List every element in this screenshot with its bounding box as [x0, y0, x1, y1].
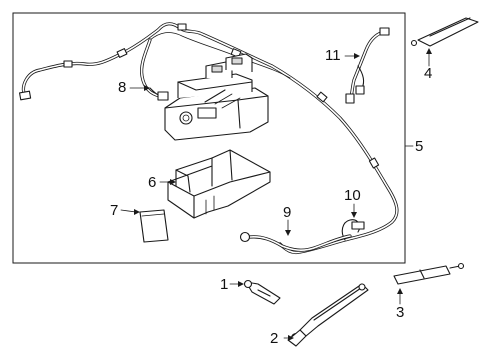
main-harness-cable — [19, 22, 399, 255]
callout-2: 2 — [270, 330, 279, 347]
part-9-lead — [239, 231, 352, 252]
part-6-tray — [167, 149, 271, 219]
part-4-strut — [410, 17, 479, 47]
callout-11: 11 — [325, 47, 341, 64]
callout-7: 7 — [110, 202, 119, 219]
part-11-harness — [345, 27, 390, 104]
callout-3: 3 — [396, 304, 405, 321]
part-3-strut — [393, 262, 465, 285]
part-2-strut — [287, 283, 369, 347]
callout-5: 5 — [415, 138, 424, 155]
callout-10: 10 — [344, 187, 361, 204]
module-unit — [164, 53, 269, 141]
part-7-pad — [139, 209, 169, 243]
callout-9: 9 — [283, 204, 292, 221]
part-1-latch — [243, 279, 281, 305]
callout-4: 4 — [424, 65, 433, 82]
callout-1: 1 — [220, 276, 229, 293]
callout-6: 6 — [148, 174, 157, 191]
assembly-frame — [12, 12, 406, 264]
callout-8: 8 — [118, 79, 127, 96]
part-8-connector — [149, 87, 169, 101]
leader-lines — [120, 48, 432, 341]
